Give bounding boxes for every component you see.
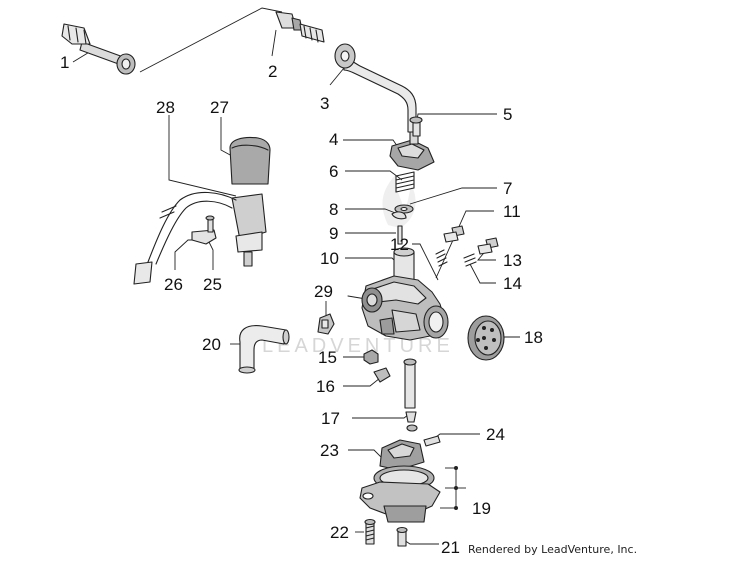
part-11-screw: [443, 225, 465, 243]
part-27-cap: [229, 136, 271, 185]
callout-26: 26: [164, 275, 183, 294]
callout-23: 23: [320, 441, 339, 460]
callout-22: 22: [330, 523, 349, 542]
part-23-float: [379, 439, 425, 471]
callout-4: 4: [329, 130, 338, 149]
render-credit: Rendered by LeadVenture, Inc.: [468, 543, 637, 556]
part-21-drain-screw: [396, 526, 408, 547]
callout-labels: 1 2 3 4 5 6 7 8 9 10 11 12 13 14 15 16 1…: [60, 53, 543, 557]
part-22-bowl-screw: [364, 518, 376, 545]
part-25-screw: [205, 215, 215, 233]
callout-14: 14: [503, 274, 522, 293]
callout-6: 6: [329, 162, 338, 181]
part-6-spring: [395, 171, 415, 193]
part-16-jet: [373, 358, 417, 409]
callout-9: 9: [329, 224, 338, 243]
bracket-dots: [454, 466, 458, 510]
part-2-inlet-fitting: [275, 11, 325, 43]
callout-20: 20: [202, 335, 221, 354]
part-7-washer: [394, 204, 414, 214]
part-20-elbow-hose: [238, 325, 290, 374]
callout-12: 12: [390, 235, 409, 254]
part-15-nut: [363, 349, 379, 365]
watermark-logo: [382, 174, 416, 228]
callout-11: 11: [503, 202, 521, 221]
callout-24: 24: [486, 425, 505, 444]
callout-7: 7: [503, 179, 512, 198]
watermark-text: LEADVENTURE: [262, 335, 454, 357]
callout-19: 19: [472, 499, 491, 518]
callout-10: 10: [320, 249, 339, 268]
callout-21: 21: [441, 538, 460, 557]
part-17-float-needle: [405, 411, 418, 432]
part-5-screw: [409, 116, 423, 137]
callout-18: 18: [524, 328, 543, 347]
part-19-float-bowl: [359, 465, 441, 523]
callout-1: 1: [60, 53, 69, 72]
callout-13: 13: [503, 251, 522, 270]
part-28-electric-choke: [133, 191, 267, 285]
callout-5: 5: [503, 105, 512, 124]
part-12-spring: [435, 249, 448, 267]
part-9-needle: [397, 225, 403, 245]
part-1-fuel-pipe-fitting: [61, 23, 136, 75]
carburetor-body: [347, 275, 449, 341]
callout-17: 17: [321, 409, 340, 428]
part-18-air-cap: [467, 315, 505, 361]
part-29-fitting: [317, 313, 335, 335]
part-8-clip: [391, 211, 407, 220]
callout-8: 8: [329, 200, 338, 219]
callout-15: 15: [318, 348, 337, 367]
part-3-fuel-hose: [334, 43, 417, 133]
callout-28: 28: [156, 98, 175, 117]
callout-29: 29: [314, 282, 333, 301]
part-4-top-cover: [389, 131, 435, 171]
part-13-screw: [477, 237, 499, 255]
part-24-float-pin: [423, 435, 441, 447]
part-14-spring: [463, 253, 477, 267]
callout-16: 16: [316, 377, 335, 396]
callout-2: 2: [268, 62, 277, 81]
callout-3: 3: [320, 94, 329, 113]
callout-27: 27: [210, 98, 229, 117]
callout-25: 25: [203, 275, 222, 294]
